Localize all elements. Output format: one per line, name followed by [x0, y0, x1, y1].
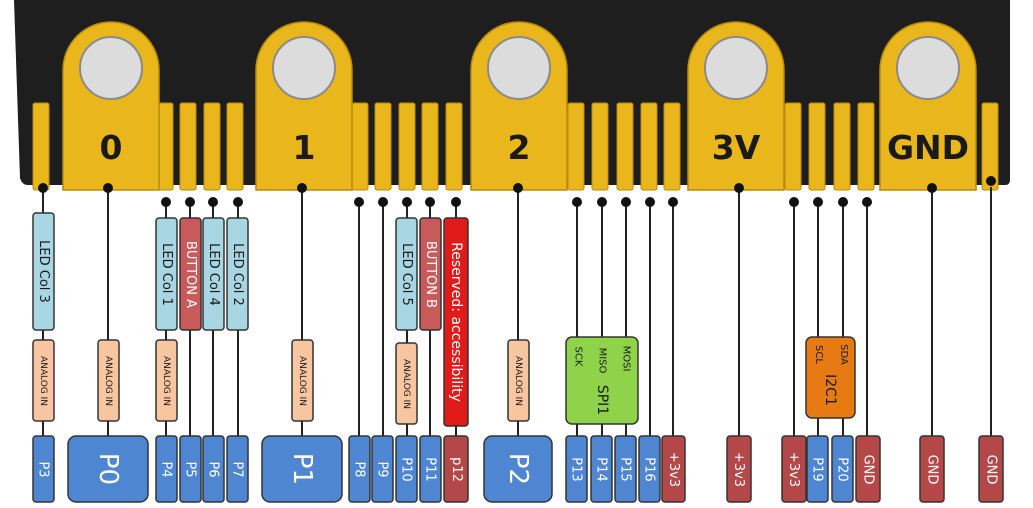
button-boxes	[179, 217, 442, 331]
mounting-holes	[79, 36, 960, 100]
analog-boxes	[32, 339, 530, 425]
reserved-box	[443, 217, 469, 427]
pin-boxes-red	[443, 435, 1004, 503]
led-boxes	[32, 212, 418, 331]
pin-boxes-blue	[32, 435, 854, 503]
i2c-box	[805, 336, 856, 419]
edge-connector-strips	[32, 102, 999, 191]
pin-dots	[38, 176, 996, 207]
spi-box	[565, 336, 639, 425]
